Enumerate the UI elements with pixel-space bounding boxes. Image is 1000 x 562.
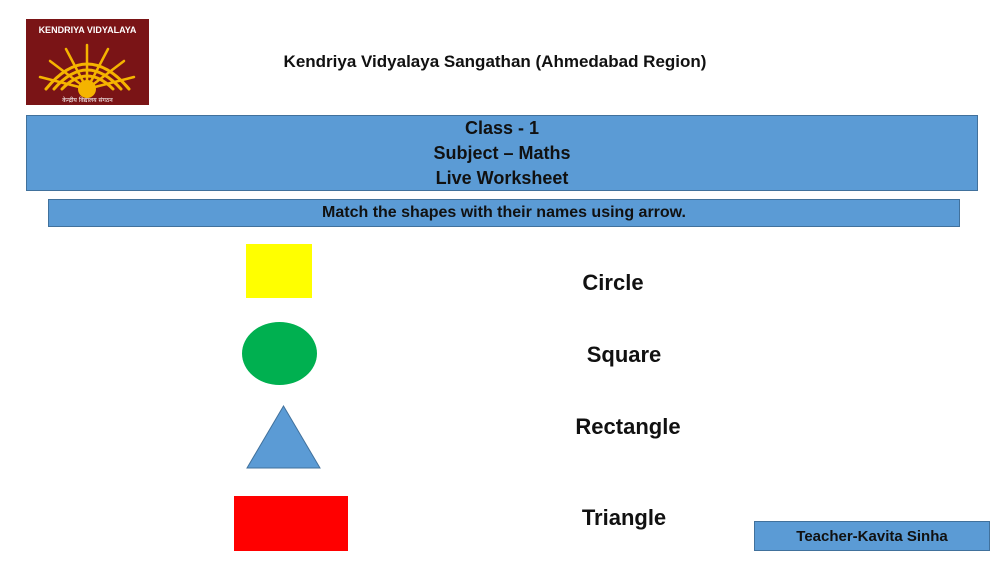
name-option-circle[interactable]: Circle (582, 270, 644, 295)
name-option-triangle[interactable]: Triangle (581, 505, 667, 530)
blue-triangle-shape[interactable] (246, 405, 321, 469)
class-label: Class - 1 (464, 117, 540, 138)
kv-sun-emblem-icon: KENDRIYA VIDYALAYA केन्द्रीय विद्यालय सं… (39, 25, 137, 104)
name-option-rectangle[interactable]: Rectangle (575, 414, 681, 439)
logo-text: KENDRIYA VIDYALAYA (39, 25, 137, 35)
class-subject-banner: Class - 1 Subject – Maths Live Worksheet (26, 115, 978, 191)
org-title: Kendriya Vidyalaya Sangathan (Ahmedabad … (283, 52, 707, 71)
logo-subtext: केन्द्रीय विद्यालय संगठन (62, 96, 113, 104)
kv-logo: KENDRIYA VIDYALAYA केन्द्रीय विद्यालय सं… (26, 19, 149, 105)
subject-label: Subject – Maths (433, 142, 571, 163)
worksheet-label: Live Worksheet (435, 167, 569, 188)
name-option-square[interactable]: Square (586, 342, 662, 367)
yellow-square-shape[interactable] (246, 244, 312, 298)
red-rectangle-shape[interactable] (234, 496, 348, 551)
green-circle-shape[interactable] (242, 322, 317, 385)
instruction-bar: Match the shapes with their names using … (48, 199, 960, 227)
teacher-credit: Teacher-Kavita Sinha (754, 521, 990, 551)
